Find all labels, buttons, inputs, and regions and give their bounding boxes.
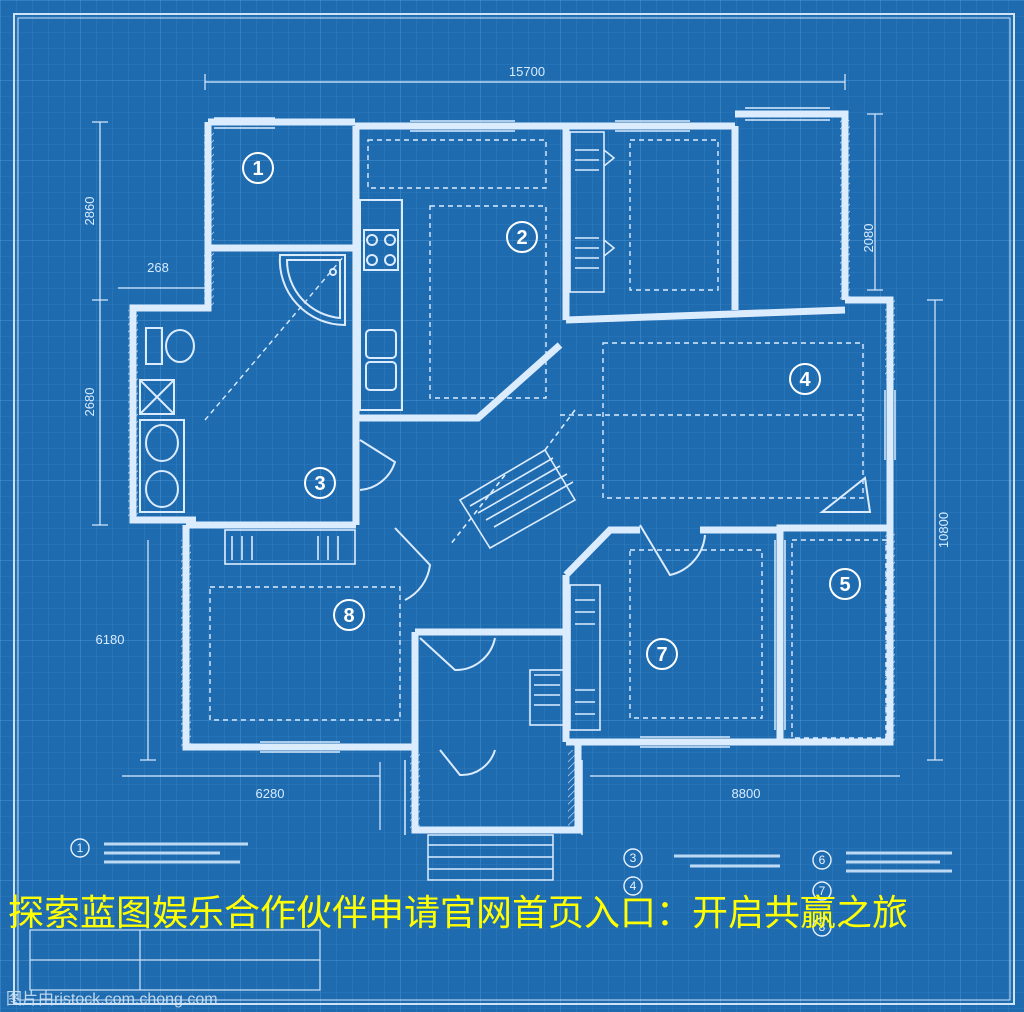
entrance-steps <box>404 760 583 881</box>
legend-number-1: 1 <box>77 841 84 855</box>
wall-hatching <box>128 120 895 830</box>
dimension-lines <box>92 74 943 830</box>
legend-number-7: 7 <box>819 884 826 898</box>
drawing-frame <box>13 13 1015 1005</box>
closets <box>224 131 616 731</box>
dimension-bottom-right: 8800 <box>732 786 761 801</box>
title-block <box>29 929 321 991</box>
room-number-1: 1 <box>252 158 263 180</box>
dimension-left-lower: 6180 <box>96 632 125 647</box>
legend-number-6: 6 <box>819 853 826 867</box>
room-number-5: 5 <box>839 574 850 596</box>
drawing-frame-inner <box>17 17 1011 1001</box>
room-number-3: 3 <box>314 473 325 495</box>
overlay-headline: 探索蓝图娱乐合作伙伴申请官网首页入口：开启共赢之旅 <box>8 893 909 934</box>
windows <box>214 107 896 753</box>
room-number-2: 2 <box>516 227 527 249</box>
room-markers <box>242 152 861 670</box>
dimension-bottom-left: 6280 <box>256 786 285 801</box>
legend-number-4: 4 <box>630 879 637 893</box>
room-number-8: 8 <box>343 605 354 627</box>
legend-number-8: 8 <box>819 920 826 934</box>
legend-placeholder-lines <box>104 842 952 873</box>
staircase <box>449 409 577 550</box>
dimension-right-lower: 10800 <box>936 512 951 548</box>
legend-number-3: 3 <box>630 851 637 865</box>
dimension-right-upper: 2080 <box>861 224 876 253</box>
bathroom-fixtures <box>139 254 346 513</box>
legend-markers <box>70 838 832 937</box>
dimension-left-upper: 2860 <box>82 197 97 226</box>
kitchen <box>359 199 403 411</box>
room-number-7: 7 <box>656 644 667 666</box>
furniture-dashed <box>204 139 887 739</box>
dimension-left-small: 268 <box>147 260 169 275</box>
dimension-left-middle: 2680 <box>82 388 97 417</box>
watermark-text: 图片由ristock.com.chong.com <box>6 991 218 1008</box>
doors <box>359 439 872 777</box>
room-number-4: 4 <box>799 369 811 391</box>
dimension-top: 15700 <box>509 64 545 79</box>
